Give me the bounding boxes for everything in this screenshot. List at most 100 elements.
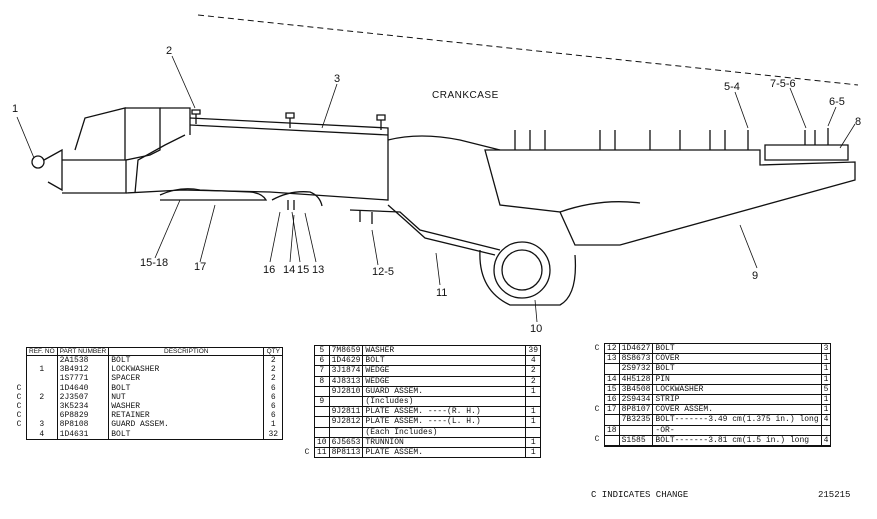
part-number: 1S7771: [57, 374, 110, 384]
part-number: 1D4627: [619, 342, 654, 354]
ref-number: 6: [314, 355, 330, 366]
change-flag: [300, 437, 315, 447]
part-description: BOLT-------3.81 cm(1.5 in.) long: [652, 434, 822, 446]
callout-11: 11: [436, 287, 447, 299]
ref-number: [604, 363, 620, 375]
quantity: 6: [263, 411, 284, 421]
crankcase-label: CRANKCASE: [432, 90, 499, 101]
part-number: [619, 424, 654, 436]
change-flag: [12, 374, 27, 383]
ref-number: [604, 414, 620, 426]
part-description: LOCKWASHER: [652, 383, 822, 395]
part-number: 4J8313: [329, 375, 364, 387]
part-description: BOLT: [108, 429, 265, 440]
part-number: [329, 426, 364, 438]
quantity: 2: [525, 375, 542, 387]
quantity: 1: [821, 394, 832, 405]
callout-2: 2: [166, 45, 172, 57]
callout-3: 3: [334, 73, 340, 85]
part-number: 7B3235: [619, 414, 654, 426]
change-flag: C: [16, 411, 22, 421]
guard-assembly: [125, 109, 389, 210]
part-number: 1D4629: [329, 355, 364, 366]
quantity: 2: [263, 355, 284, 366]
quantity: 1: [525, 416, 542, 428]
part-description: PLATE ASSEM. ----(L. H.): [362, 416, 527, 428]
ref-number: [26, 402, 58, 412]
parts-row: 9(Includes): [300, 396, 542, 407]
quantity: 1: [525, 447, 542, 459]
change-flag: C: [594, 343, 600, 353]
part-description: STRIP: [652, 394, 822, 405]
change-flag: [12, 356, 27, 366]
ref-number: 7: [314, 365, 330, 377]
part-description: COVER: [652, 353, 822, 364]
part-number: 3J1874: [329, 365, 364, 377]
part-number: 9J2812: [329, 416, 364, 428]
part-number: 4H5128: [619, 373, 654, 385]
callout-16: 16: [263, 264, 275, 276]
trunnion: [479, 241, 577, 306]
part-description: LOCKWASHER: [108, 365, 265, 375]
ref-number: 4: [26, 429, 58, 440]
part-description: BOLT: [652, 342, 822, 354]
quantity: [821, 445, 832, 448]
ref-number: 15: [604, 383, 620, 395]
part-description: (Includes): [362, 396, 527, 407]
ref-number: [26, 383, 58, 393]
part-number: S1585: [619, 434, 654, 446]
part-number: 8P8107: [619, 404, 654, 415]
callout-14: 14: [283, 264, 295, 276]
quantity: 4: [821, 414, 832, 426]
exploded-parts-drawing: CRANKCASE 1 2 3 5-4 7-5-6 6-5 8 9 10 11 …: [12, 14, 861, 335]
change-flag: C: [16, 383, 22, 393]
quantity: 1: [525, 385, 542, 397]
ref-number: 16: [604, 394, 620, 405]
change-flag: [300, 356, 315, 366]
quantity: 1: [263, 420, 284, 430]
quantity: 1: [821, 404, 832, 415]
part-number: 1D4631: [57, 429, 110, 440]
ref-number: 18: [604, 424, 620, 436]
quantity: 4: [525, 355, 542, 366]
callout-7-5-6: 7-5-6: [770, 78, 796, 90]
quantity: 1: [821, 363, 832, 375]
ref-number: 12: [604, 342, 620, 354]
part-number-header: PART NUMBER: [56, 347, 110, 356]
part-number: 2A1538: [57, 355, 110, 366]
part-number: [619, 445, 654, 448]
plate-assembly-arm: [349, 135, 501, 256]
part-description: -OR-: [652, 424, 822, 436]
part-number: 1D4640: [57, 383, 110, 393]
quantity: 1: [525, 406, 542, 417]
quantity: 1: [821, 353, 832, 364]
ref-number: [314, 406, 330, 417]
quantity: [525, 396, 542, 407]
description-header: DESCRIPTION: [108, 347, 265, 356]
part-description: WASHER: [362, 344, 527, 356]
change-flag: [300, 376, 315, 386]
change-flag: [590, 384, 605, 394]
ref-number: 10: [314, 436, 330, 448]
ref-number: [314, 416, 330, 428]
part-description: SPACER: [108, 374, 265, 384]
part-description: GUARD ASSEM.: [362, 385, 527, 397]
change-indicator-note: C INDICATES CHANGE: [591, 490, 689, 500]
part-description: GUARD ASSEM.: [108, 420, 265, 430]
ref-number: 5: [314, 344, 330, 356]
